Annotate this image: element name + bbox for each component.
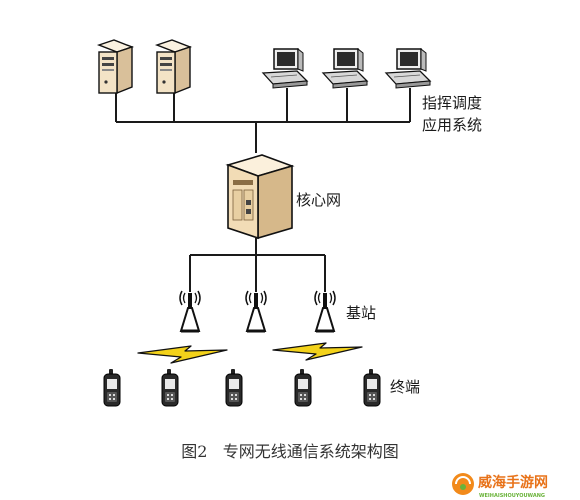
- handset-icon: [225, 368, 243, 407]
- antenna-icon: [178, 289, 202, 333]
- workstation-icon: [262, 48, 308, 89]
- antenna-icon: [244, 289, 268, 333]
- server-icon: [98, 39, 133, 94]
- base-station-label: 基站: [346, 304, 376, 322]
- watermark-logo-icon: [452, 473, 474, 495]
- lightning-icon: [272, 342, 363, 361]
- core-network-icon: [225, 154, 295, 240]
- core-to-base-lines: [189, 238, 326, 292]
- dispatch-bus-lines: [115, 88, 411, 153]
- figure-caption: 图2 专网无线通信系统架构图: [181, 442, 398, 461]
- watermark-subtext: WEIHAISHOUYOUWANG: [479, 493, 545, 499]
- handset-icon: [103, 368, 121, 407]
- watermark: 威海手游网 WEIHAISHOUYOUWANG: [452, 473, 548, 499]
- dispatch-system-label-line1: 指挥调度: [422, 94, 482, 112]
- antenna-icon: [313, 289, 337, 333]
- workstation-icon: [385, 48, 431, 89]
- dispatch-system-label-line2: 应用系统: [422, 116, 482, 134]
- handset-icon: [161, 368, 179, 407]
- terminal-label: 终端: [390, 378, 420, 396]
- lightning-icon: [137, 345, 228, 364]
- handset-icon: [363, 368, 381, 407]
- server-icon: [156, 39, 191, 94]
- workstation-icon: [322, 48, 368, 89]
- watermark-text: 威海手游网: [478, 474, 548, 491]
- core-network-label: 核心网: [296, 191, 341, 209]
- handset-icon: [294, 368, 312, 407]
